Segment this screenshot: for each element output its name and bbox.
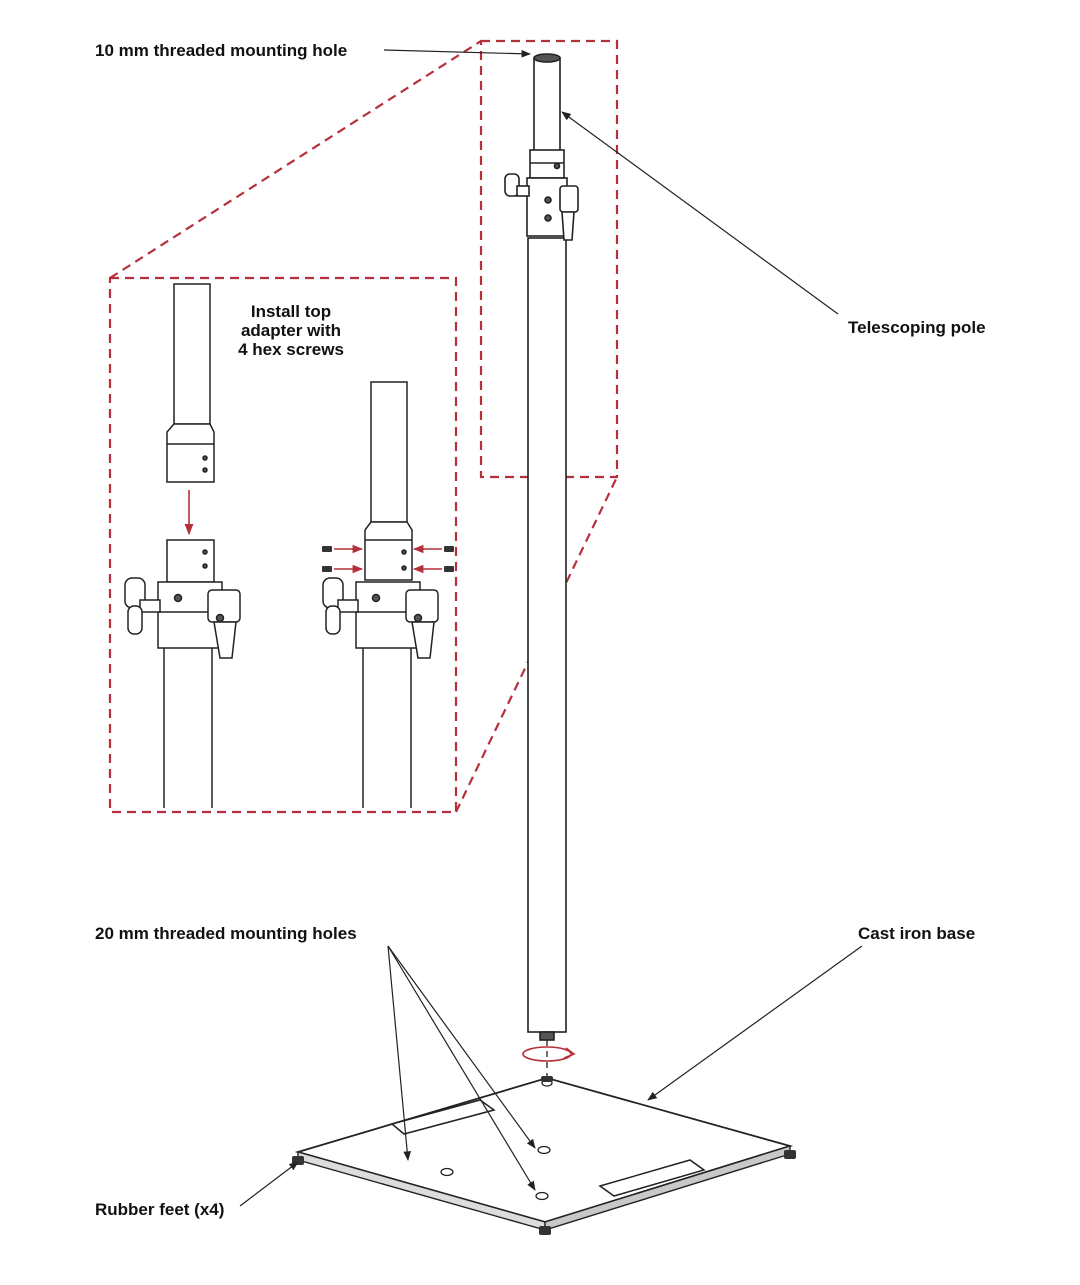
zoom-connector-top: [109, 40, 482, 279]
rubber-feet-label: Rubber feet (x4): [95, 1200, 225, 1219]
rubber-foot-icon: [292, 1156, 304, 1165]
main-pole: [504, 53, 579, 1041]
inset-left-assembly: [124, 283, 241, 808]
telescoping-pole-label: Telescoping pole: [848, 318, 986, 337]
rubber-foot-icon: [541, 1076, 553, 1082]
cast-iron-base-label: Cast iron base: [858, 924, 976, 943]
detail-inset-frame: [108, 276, 458, 814]
hex-screw-icon: [322, 546, 454, 572]
base-holes-label: 20 mm threaded mounting holes: [95, 924, 357, 943]
base-hole-icon: [537, 1145, 551, 1155]
base-hole-icon: [440, 1167, 454, 1177]
base-hole-icon: [535, 1191, 549, 1201]
instruction-line-1: Install top: [250, 302, 332, 321]
install-instruction: Install top adapter with 4 hex screws: [216, 302, 366, 359]
screw-arrows: [334, 544, 442, 574]
rotation-arrow-icon: [522, 1046, 576, 1062]
instruction-line-3: 4 hex screws: [238, 340, 344, 359]
top-hole-label: 10 mm threaded mounting hole: [95, 41, 348, 60]
inset-right-assembly: [322, 381, 439, 808]
cast-iron-base: [292, 1076, 796, 1235]
instruction-line-2: adapter with: [240, 321, 342, 340]
top-mounting-hole-icon: [533, 53, 561, 63]
rubber-foot-icon: [784, 1150, 796, 1159]
detail-source-frame: [479, 39, 619, 479]
rubber-foot-icon: [539, 1226, 551, 1235]
leader-lines: [239, 49, 863, 1207]
